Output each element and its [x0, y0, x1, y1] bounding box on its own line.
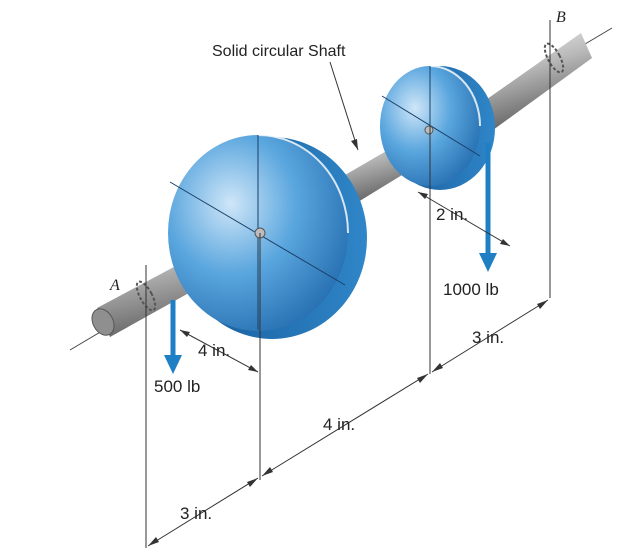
title-leader-line — [329, 61, 359, 151]
bearing-b — [543, 20, 565, 298]
shaft-end-cap — [91, 308, 115, 336]
bearing-a — [135, 265, 157, 548]
bearing-b-label: B — [556, 9, 566, 26]
small-gear — [380, 65, 495, 190]
shaft-title: Solid circular Shaft — [212, 43, 346, 60]
force-1000-label: 1000 lb — [443, 280, 499, 299]
small-radius-label: 2 in. — [436, 205, 468, 224]
span-dimension-lines — [147, 299, 549, 547]
force-500-label: 500 lb — [154, 377, 200, 396]
large-radius-label: 4 in. — [198, 341, 230, 360]
dim-a-to-large-label: 3 in. — [180, 504, 212, 523]
bearing-a-label: A — [109, 277, 120, 294]
force-arrow-1000 — [479, 143, 497, 272]
small-radius-dimension — [417, 191, 511, 247]
dim-large-to-small-label: 4 in. — [323, 415, 355, 434]
dim-small-to-b-label: 3 in. — [472, 328, 504, 347]
large-gear — [168, 134, 367, 339]
large-radius-dimension — [179, 329, 259, 373]
span-arrowheads — [148, 300, 548, 546]
force-arrow-500 — [164, 300, 182, 374]
